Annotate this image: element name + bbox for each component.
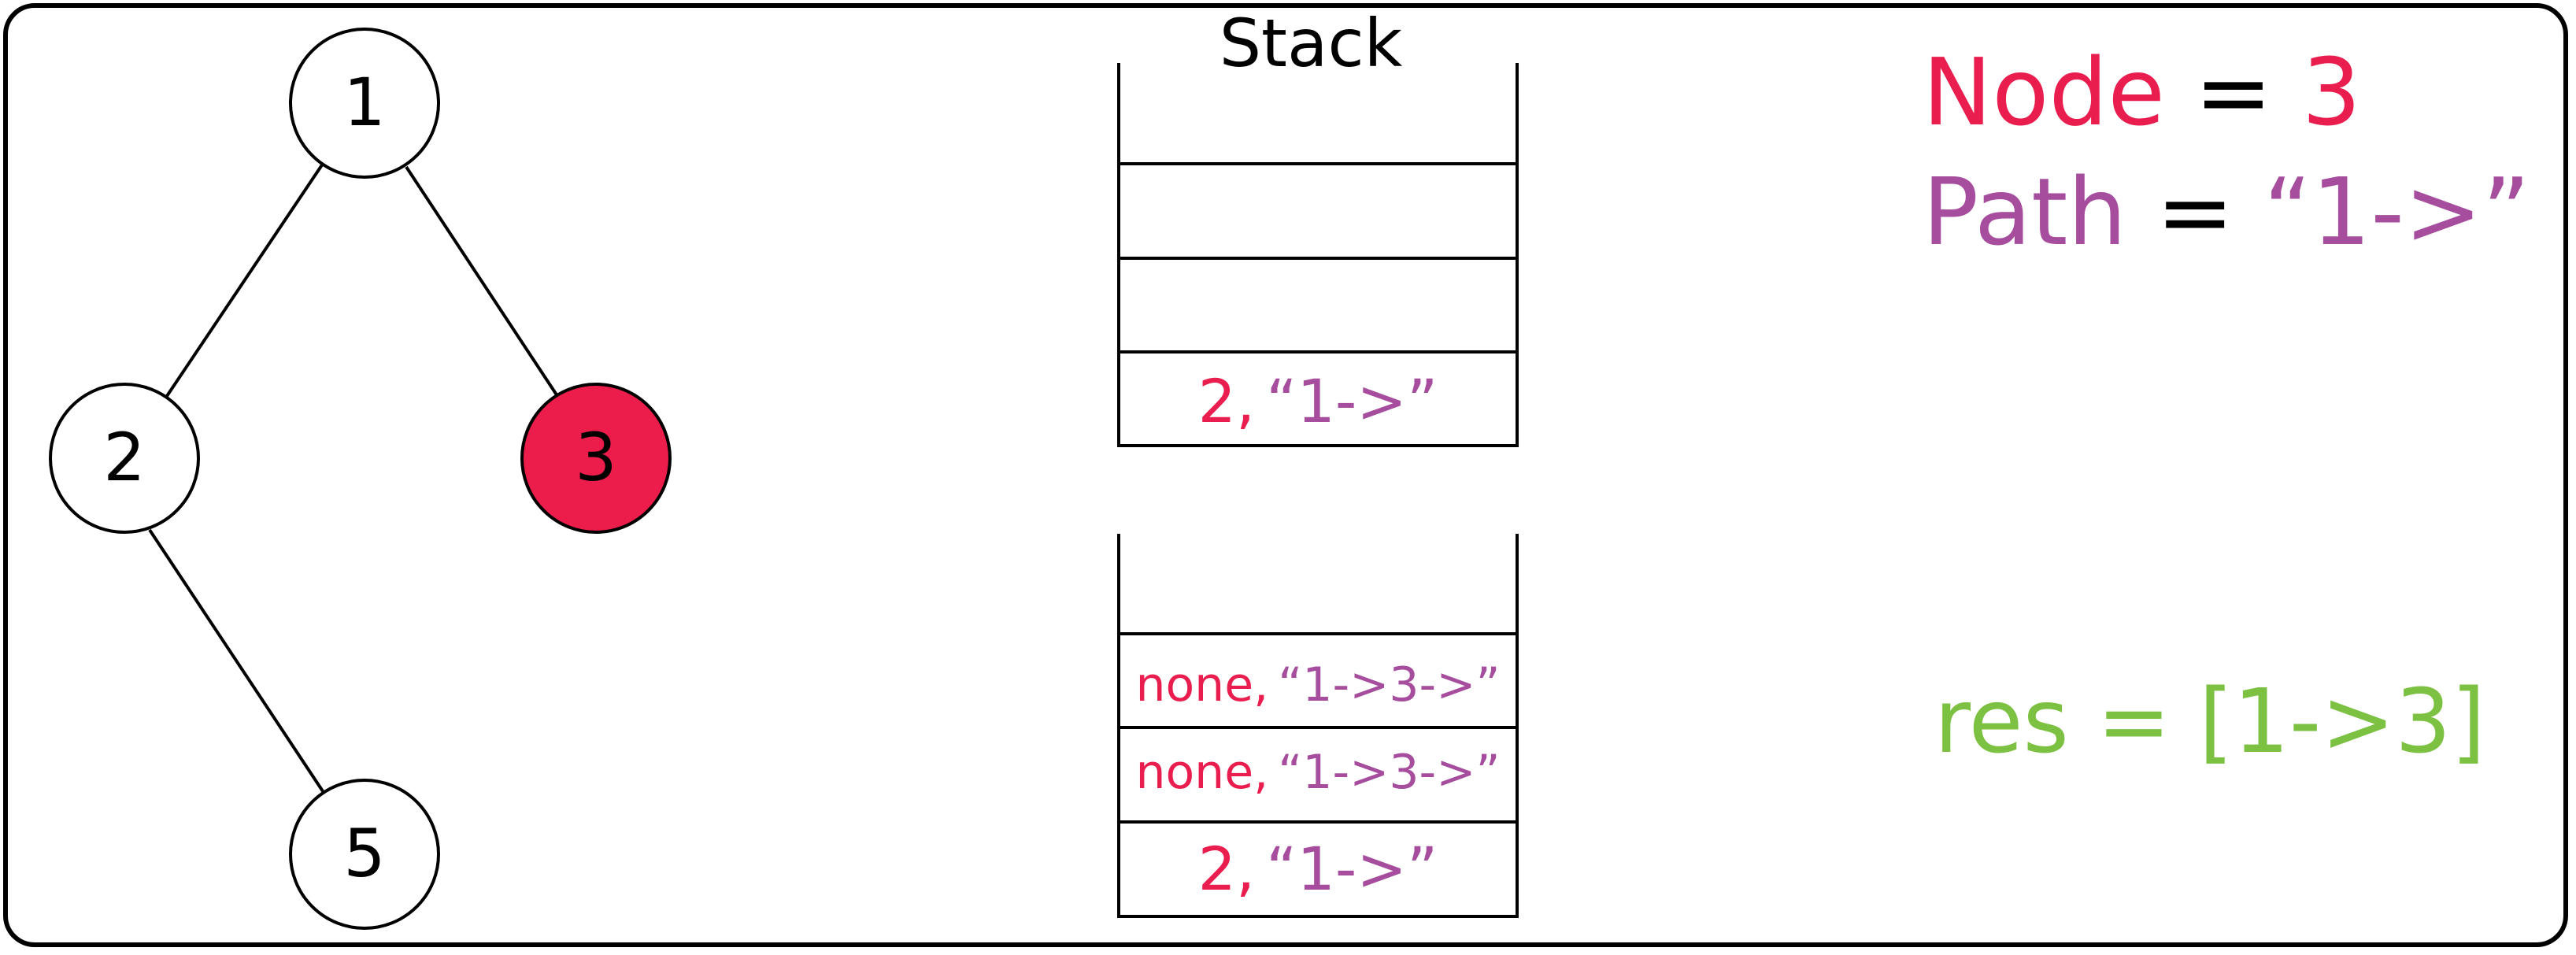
tree-node-5: 5 [289,779,440,930]
tree-node-3-highlighted: 3 [520,383,672,534]
stack-node: none, [1135,745,1268,800]
stack-node: 2, [1198,366,1256,436]
diagram-frame [3,3,2568,947]
stack-bottom-cell-2: none,“1->3->” [1135,657,1500,713]
path-value: “1->” [2263,157,2530,266]
tree-node-label: 2 [103,419,145,496]
stack-path: “1->3->” [1278,745,1500,800]
tree-node-label: 3 [575,419,616,496]
edge-1-2 [165,162,324,398]
node-state: Node = 3 [1923,38,2361,146]
result-text: res = [1->3] [1934,671,2485,773]
node-value: 3 [2302,38,2361,146]
stack-top-cell-4: 2,“1->” [1198,366,1438,436]
stack-path: “1->3->” [1278,657,1500,713]
node-label: Node [1923,38,2165,146]
stack-node: 2, [1198,834,1256,904]
tree-node-label: 1 [343,64,385,141]
path-state: Path = “1->” [1923,157,2530,266]
tree-node-1: 1 [289,28,440,179]
stack-node: none, [1135,657,1268,713]
stack-bottom-cell-4: 2,“1->” [1198,834,1438,904]
edge-2-5 [148,528,324,793]
tree-node-2: 2 [49,383,200,534]
path-label: Path [1923,157,2126,266]
tree-edges [148,162,559,793]
edge-1-3 [405,165,559,398]
stack-top [1117,63,1519,447]
tree-node-label: 5 [343,815,385,892]
path-equals: = [2126,157,2263,266]
stack-bottom-cell-3: none,“1->3->” [1135,745,1500,800]
node-equals: = [2165,38,2302,146]
stack-path: “1->” [1266,366,1438,436]
stack-path: “1->” [1266,834,1438,904]
stack-bottom [1117,534,1519,918]
stack-title: Stack [1220,5,1403,82]
